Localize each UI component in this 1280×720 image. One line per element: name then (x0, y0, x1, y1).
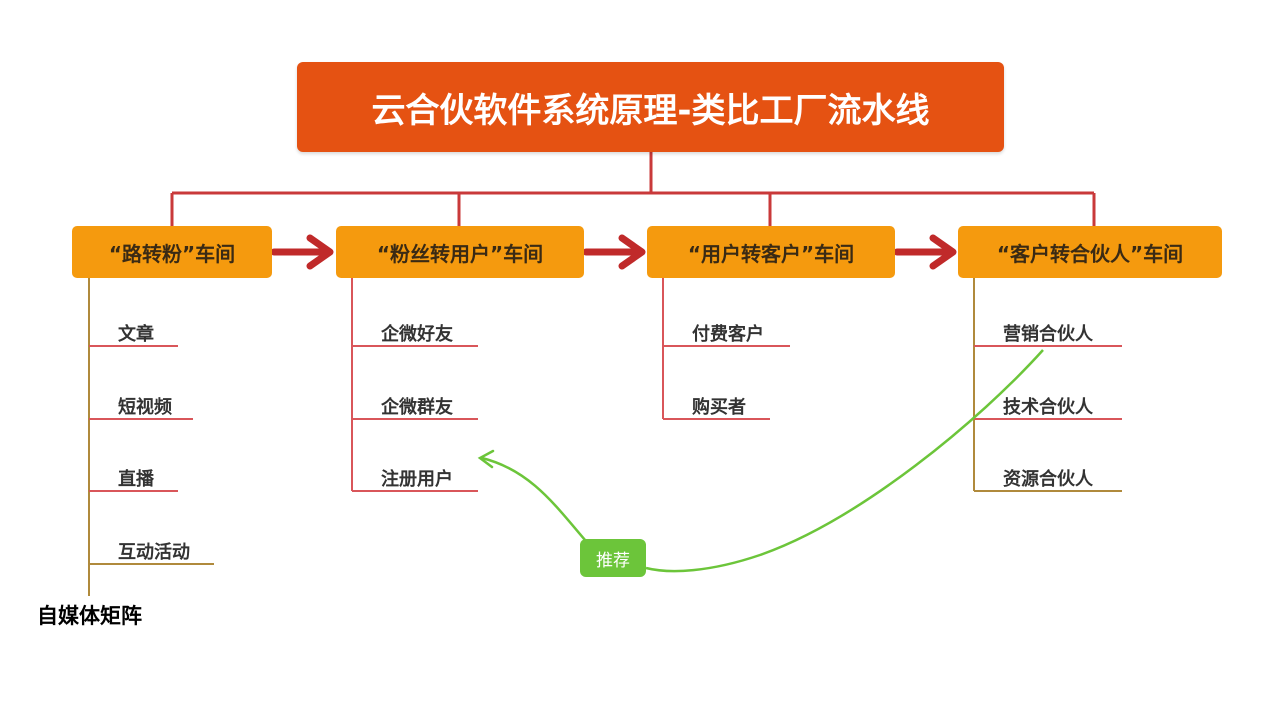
stage-1-item: 互动活动 (118, 542, 190, 563)
diagram-title: 云合伙软件系统原理-类比工厂流水线 (297, 62, 1004, 152)
branch-stage-1 (88, 278, 214, 596)
flow-arrow-1 (270, 234, 334, 270)
stage-3-item: 购买者 (692, 397, 746, 418)
branch-stage-4 (973, 278, 1122, 492)
recommend-curve-from-partner (645, 349, 1044, 573)
recommend-arrowhead (477, 449, 495, 469)
stage-3-item: 付费客户 (692, 324, 764, 345)
stage-4-item: 技术合伙人 (1003, 397, 1093, 418)
stage-2-item: 企微好友 (381, 324, 453, 345)
stage-2-item: 注册用户 (381, 469, 453, 490)
footer-label: 自媒体矩阵 (37, 604, 142, 628)
branch-stage-2 (351, 278, 478, 492)
stage-1-item: 文章 (118, 324, 154, 345)
stage-4-box: “客户转合伙人”车间 (958, 226, 1222, 278)
stage-4-item: 营销合伙人 (1003, 324, 1093, 345)
branch-stage-3 (662, 278, 790, 420)
recommend-tag: 推荐 (580, 539, 646, 577)
stage-1-box: “路转粉”车间 (72, 226, 272, 278)
flow-arrow-3 (893, 234, 957, 270)
stage-3-box: “用户转客户”车间 (647, 226, 895, 278)
stage-1-item: 短视频 (118, 397, 172, 418)
flow-arrow-2 (582, 234, 646, 270)
stage-2-box: “粉丝转用户”车间 (336, 226, 584, 278)
stage-1-item: 直播 (118, 469, 154, 490)
stage-2-item: 企微群友 (381, 397, 453, 418)
stage-4-item: 资源合伙人 (1003, 469, 1093, 490)
recommend-curve-to-user (481, 456, 586, 541)
